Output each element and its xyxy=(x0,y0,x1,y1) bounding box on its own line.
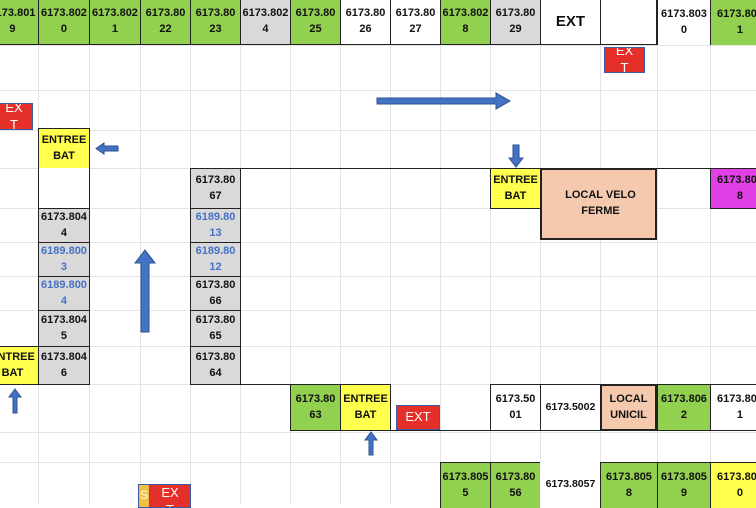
arrow-up-icon xyxy=(134,249,156,333)
gridline xyxy=(0,208,756,209)
gridline xyxy=(0,462,756,463)
exit-sign: EX T xyxy=(0,103,33,130)
exit-sign: EX T xyxy=(604,47,645,73)
room-cell[interactable]: 6173.80 22 xyxy=(140,0,191,45)
local-velo-ferme[interactable]: LOCAL VELO FERME xyxy=(540,168,657,240)
room-cell[interactable]: 6173.804 5 xyxy=(38,310,90,347)
entree-bat-cell[interactable]: ENTREE BAT xyxy=(0,346,39,385)
gridline xyxy=(0,432,756,433)
room-cell[interactable]: 6173.80 23 xyxy=(190,0,241,45)
room-cell[interactable]: 6173.803 0 xyxy=(657,0,711,45)
gridline xyxy=(710,0,711,504)
gridline xyxy=(0,90,756,91)
room-cell[interactable]: 6173.80 56 xyxy=(490,462,541,508)
room-cell[interactable]: 6173.804 6 xyxy=(38,346,90,385)
gridline xyxy=(290,0,291,504)
room-cell[interactable]: 6189.800 4 xyxy=(38,276,90,311)
wall-line xyxy=(390,430,490,431)
room-cell[interactable]: 6173.801 9 xyxy=(0,0,39,45)
empty-cell[interactable] xyxy=(600,0,657,45)
exit-sign: EXT xyxy=(396,405,440,430)
room-cell[interactable]: 6173.80 67 xyxy=(190,168,241,209)
gridline xyxy=(0,310,756,311)
room-cell[interactable]: 6173.805 5 xyxy=(440,462,491,508)
exit-sign: EX T xyxy=(149,484,191,508)
room-cell[interactable]: 6173.806 0 xyxy=(710,462,756,508)
room-cell[interactable]: 6173.80 25 xyxy=(290,0,341,45)
gridline xyxy=(0,130,756,131)
room-cell[interactable]: 6173.806 1 xyxy=(710,384,756,431)
room-cell[interactable]: 6173.805 9 xyxy=(657,462,711,508)
gridline xyxy=(0,276,756,277)
room-cell[interactable]: 6173.802 8 xyxy=(440,0,491,45)
room-cell[interactable]: 6189.800 3 xyxy=(38,242,90,277)
room-cell[interactable]: 6173.80 26 xyxy=(340,0,391,45)
room-cell[interactable]: 6173.802 1 xyxy=(89,0,141,45)
gridline xyxy=(0,242,756,243)
gridline xyxy=(0,346,756,347)
room-cell[interactable]: 6173.50 01 xyxy=(490,384,541,431)
room-cell[interactable]: 6173.80 63 xyxy=(290,384,341,431)
gridline xyxy=(340,0,341,504)
room-cell[interactable]: 6173.806 8 xyxy=(710,168,756,209)
room-cell[interactable]: 6173.80 65 xyxy=(190,310,241,347)
exit-cell[interactable]: EXT xyxy=(540,0,601,45)
room-cell[interactable]: 6173.804 4 xyxy=(38,208,90,243)
gridline xyxy=(390,0,391,504)
gridline xyxy=(600,0,601,504)
gridline xyxy=(440,0,441,504)
room-cell[interactable]: 6173.80 27 xyxy=(390,0,441,45)
gridline xyxy=(540,0,541,504)
room-cell[interactable]: 6173.802 0 xyxy=(38,0,90,45)
room-cell[interactable]: 6173.80 66 xyxy=(190,276,241,311)
room-cell[interactable]: 6173.803 1 xyxy=(710,0,756,45)
arrow-left-icon xyxy=(95,142,119,155)
gridline xyxy=(0,45,756,46)
local-unicil[interactable]: LOCAL UNICIL xyxy=(600,384,657,431)
room-cell[interactable]: 6173.80 64 xyxy=(190,346,241,385)
room-cell[interactable]: 6173.8057 xyxy=(540,462,601,508)
room-cell[interactable]: 6173.5002 xyxy=(540,384,601,431)
room-cell[interactable]: 6189.80 13 xyxy=(190,208,241,243)
arrow-down-icon xyxy=(508,144,524,168)
arrow-up-icon xyxy=(8,388,22,414)
entree-bat-cell[interactable]: ENTREE BAT xyxy=(490,168,541,209)
gridline xyxy=(140,0,141,504)
gridline xyxy=(657,0,658,504)
room-cell[interactable]: 6173.805 8 xyxy=(600,462,658,508)
entree-bat-cell[interactable]: ENTREE BAT xyxy=(340,384,391,431)
gridline xyxy=(490,0,491,504)
room-cell[interactable]: 6173.802 4 xyxy=(240,0,291,45)
entree-bat-cell[interactable]: ENTREE BAT xyxy=(38,128,90,169)
arrow-up-icon xyxy=(364,431,378,456)
room-cell[interactable]: 6173.80 29 xyxy=(490,0,541,45)
room-cell[interactable]: 6189.80 12 xyxy=(190,242,241,277)
wall-line xyxy=(240,168,490,169)
wall-line xyxy=(240,384,290,385)
arrow-right-icon xyxy=(376,92,512,110)
wall-line xyxy=(657,168,710,169)
room-cell[interactable]: 6173.806 2 xyxy=(657,384,711,431)
empty-cell xyxy=(38,168,90,209)
